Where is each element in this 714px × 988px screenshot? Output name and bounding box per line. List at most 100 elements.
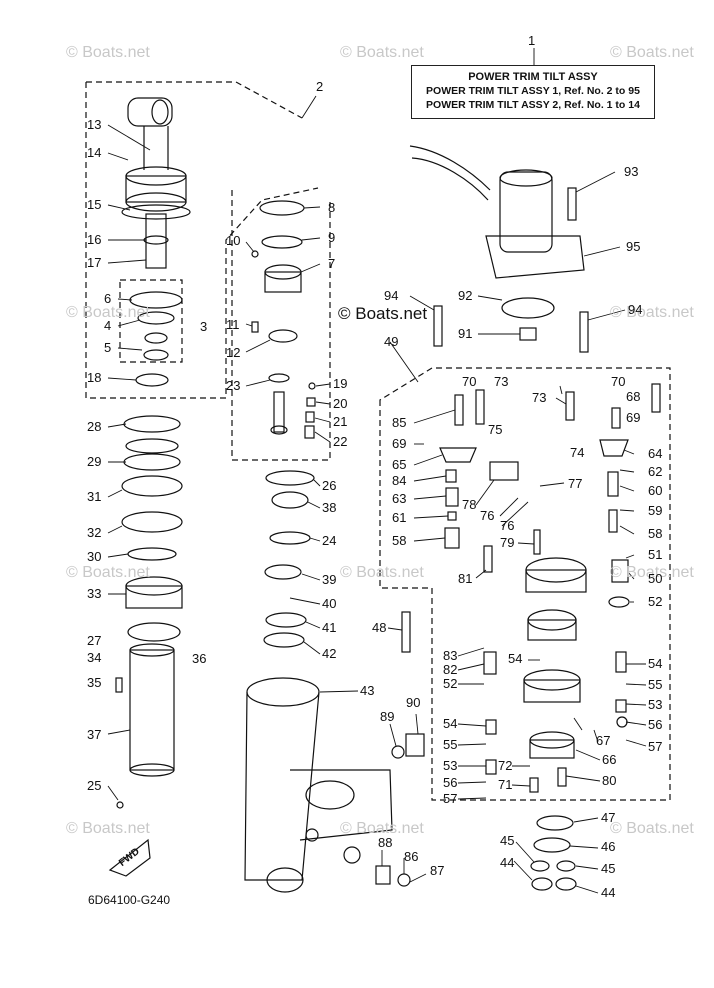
callout-36: 36	[192, 651, 207, 666]
callout-38: 38	[322, 500, 337, 515]
diagram-code: 6D64100-G240	[88, 893, 171, 907]
callout-65: 65	[392, 457, 407, 472]
middle-parts	[251, 200, 316, 648]
callout-71: 71	[498, 777, 513, 792]
callout-45: 45	[601, 861, 616, 876]
callout-69: 69	[626, 410, 641, 425]
callout-59: 59	[648, 503, 663, 518]
watermark: © Boats.net	[66, 44, 150, 61]
title-line-1: POWER TRIM TILT ASSY	[468, 71, 598, 83]
callout-6: 6	[104, 291, 112, 306]
callout-24: 24	[322, 533, 337, 548]
watermark: © Boats.net	[610, 564, 694, 581]
callout-90: 90	[406, 695, 421, 710]
callout-25: 25	[87, 778, 102, 793]
callout-48: 48	[372, 620, 387, 635]
callout-15: 15	[87, 197, 102, 212]
callout-23: 23	[226, 378, 241, 393]
callout-94: 94	[628, 302, 643, 317]
callout-12: 12	[226, 345, 241, 360]
callout-69: 69	[392, 436, 407, 451]
callout-88: 88	[378, 835, 393, 850]
valve-manifold	[401, 383, 661, 793]
callout-54: 54	[443, 716, 458, 731]
callout-46: 46	[601, 839, 616, 854]
callout-61: 61	[392, 510, 407, 525]
group-outlines	[85, 81, 671, 801]
callout-57: 57	[648, 739, 663, 754]
callout-32: 32	[87, 525, 102, 540]
callout-33: 33	[87, 586, 102, 601]
callout-85: 85	[392, 415, 407, 430]
callout-70: 70	[462, 374, 477, 389]
callout-28: 28	[87, 419, 102, 434]
callout-19: 19	[333, 376, 348, 391]
callout-89: 89	[380, 709, 395, 724]
callout-81: 81	[458, 571, 473, 586]
callout-11: 11	[226, 317, 240, 332]
callout-64: 64	[648, 446, 663, 461]
callout-91: 91	[458, 326, 473, 341]
callout-92: 92	[458, 288, 473, 303]
callout-79: 79	[500, 535, 515, 550]
watermark: © Boats.net	[66, 304, 150, 321]
callout-51: 51	[648, 547, 663, 562]
callout-9: 9	[328, 230, 336, 245]
callout-73: 73	[532, 390, 547, 405]
callout-10: 10	[226, 233, 241, 248]
callout-77: 77	[568, 476, 583, 491]
callout-34: 34	[87, 650, 102, 665]
callout-31: 31	[87, 489, 102, 504]
watermark: © Boats.net	[610, 820, 694, 837]
callout-84: 84	[392, 473, 407, 488]
callout-2: 2	[316, 79, 324, 94]
callout-13: 13	[87, 117, 102, 132]
callout-56: 56	[443, 775, 458, 790]
callout-55: 55	[648, 677, 663, 692]
fwd-arrow	[108, 838, 151, 877]
callout-74: 74	[570, 445, 585, 460]
callout-93: 93	[624, 164, 639, 179]
callout-20: 20	[333, 396, 348, 411]
callout-42: 42	[322, 646, 337, 661]
watermark: © Boats.net	[340, 564, 424, 581]
callout-80: 80	[602, 773, 617, 788]
callout-86: 86	[404, 849, 419, 864]
callout-52: 52	[648, 594, 663, 609]
callout-58: 58	[392, 533, 407, 548]
callout-30: 30	[87, 549, 102, 564]
callout-54: 54	[508, 651, 523, 666]
callout-55: 55	[443, 737, 458, 752]
leader-lines	[107, 48, 647, 894]
callout-35: 35	[87, 675, 102, 690]
callout-22: 22	[333, 434, 348, 449]
motor-assembly	[409, 145, 589, 353]
callout-52: 52	[443, 676, 458, 691]
callout-75: 75	[488, 422, 503, 437]
callout-50: 50	[648, 571, 663, 586]
callout-57: 57	[443, 791, 458, 806]
watermark: © Boats.net	[340, 820, 424, 837]
callout-60: 60	[648, 483, 663, 498]
callout-76: 76	[480, 508, 495, 523]
callout-5: 5	[104, 340, 112, 355]
callout-44: 44	[500, 855, 515, 870]
callout-40: 40	[322, 596, 337, 611]
callout-45: 45	[500, 833, 515, 848]
main-housing	[244, 677, 393, 893]
title-line-2: POWER TRIM TILT ASSY 1, Ref. No. 2 to 95	[426, 85, 640, 97]
callout-58: 58	[648, 526, 663, 541]
callout-63: 63	[392, 491, 407, 506]
callout-27: 27	[87, 633, 102, 648]
callout-54: 54	[648, 656, 663, 671]
tilt-rod-assembly	[121, 97, 191, 387]
callout-39: 39	[322, 572, 337, 587]
callout-3: 3	[200, 319, 208, 334]
callout-4: 4	[104, 318, 112, 333]
watermark: © Boats.net	[340, 44, 424, 61]
callout-73: 73	[494, 374, 509, 389]
callout-49: 49	[384, 334, 399, 349]
callout-72: 72	[498, 758, 513, 773]
callout-82: 82	[443, 662, 458, 677]
callout-67: 67	[596, 733, 611, 748]
